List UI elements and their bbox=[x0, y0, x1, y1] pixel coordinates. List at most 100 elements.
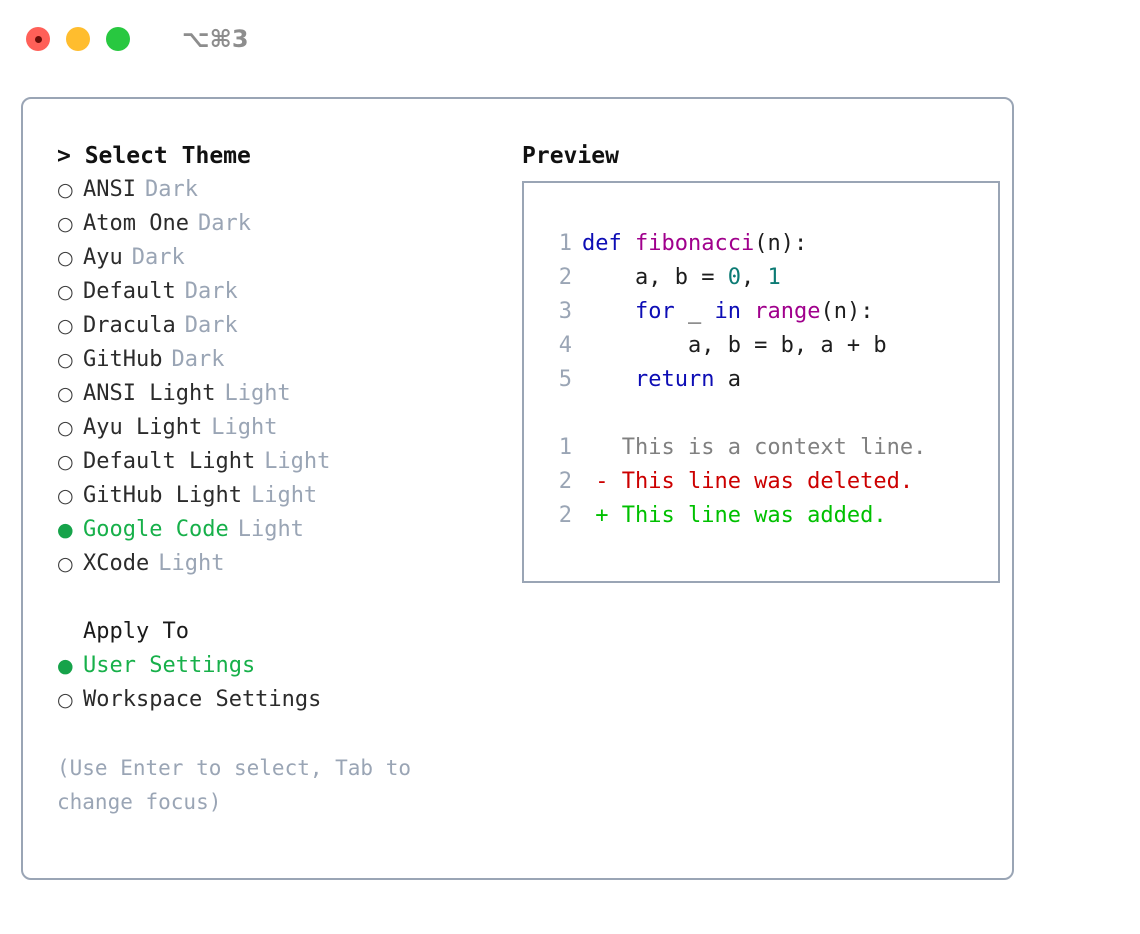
theme-variant-tag: Dark bbox=[144, 177, 198, 202]
theme-option-label: Google Code bbox=[83, 517, 229, 542]
theme-variant-tag: Light bbox=[224, 381, 291, 406]
window-shortcut-label: ⌥⌘3 bbox=[182, 25, 249, 53]
line-number: 1 bbox=[558, 435, 572, 460]
radio-selected-icon: ● bbox=[57, 519, 74, 541]
code-diff-separator bbox=[542, 397, 998, 431]
theme-option-github-light[interactable]: ○ GitHub Light Light bbox=[57, 479, 522, 513]
code-token-num: 1 bbox=[767, 265, 781, 290]
theme-variant-tag: Light bbox=[158, 551, 225, 576]
select-theme-header: > Select Theme bbox=[57, 143, 251, 169]
traffic-light-group bbox=[26, 27, 130, 51]
theme-variant-tag: Dark bbox=[184, 313, 238, 338]
diff-line-text: - This line was deleted. bbox=[582, 469, 914, 494]
code-line: 4 a, b = b, a + b bbox=[542, 329, 998, 363]
code-token-pl: , bbox=[740, 265, 768, 290]
code-token-fn: fibonacci bbox=[634, 231, 755, 256]
theme-variant-tag: Dark bbox=[131, 245, 185, 270]
diff-line-ctx: 1 This is a context line. bbox=[542, 431, 998, 465]
code-token-num: 0 bbox=[727, 265, 741, 290]
theme-option-label: Atom One bbox=[83, 211, 189, 236]
code-token-pl: a, b = bbox=[582, 265, 728, 290]
theme-option-label: GitHub bbox=[83, 347, 163, 372]
code-token-kw: in bbox=[714, 299, 741, 324]
theme-option-atom-one[interactable]: ○ Atom One Dark bbox=[57, 207, 522, 241]
radio-unselected-icon: ○ bbox=[57, 689, 74, 711]
radio-unselected-icon: ○ bbox=[57, 451, 74, 473]
diff-line-text: + This line was added. bbox=[582, 503, 887, 528]
close-window-button[interactable] bbox=[26, 27, 50, 51]
preview-title: Preview bbox=[522, 143, 619, 169]
apply-to-option-workspace-settings[interactable]: ○ Workspace Settings bbox=[57, 683, 522, 717]
theme-variant-tag: Dark bbox=[184, 279, 238, 304]
theme-option-github[interactable]: ○ GitHub Dark bbox=[57, 343, 522, 377]
theme-variant-tag: Light bbox=[237, 517, 304, 542]
code-token-kw: return bbox=[582, 367, 715, 392]
radio-unselected-icon: ○ bbox=[57, 349, 74, 371]
zoom-window-button[interactable] bbox=[106, 27, 130, 51]
radio-unselected-icon: ○ bbox=[57, 485, 74, 507]
radio-unselected-icon: ○ bbox=[57, 179, 74, 201]
radio-unselected-icon: ○ bbox=[57, 553, 74, 575]
line-number: 2 bbox=[558, 469, 572, 494]
theme-option-label: Dracula bbox=[83, 313, 176, 338]
theme-option-ayu[interactable]: ○ Ayu Dark bbox=[57, 241, 522, 275]
radio-unselected-icon: ○ bbox=[57, 213, 74, 235]
line-number: 3 bbox=[558, 299, 572, 324]
code-line: 2 a, b = 0, 1 bbox=[542, 261, 998, 295]
apply-to-option-list: ●User Settings ○ Workspace Settings bbox=[57, 649, 522, 717]
theme-option-label: Ayu bbox=[83, 245, 123, 270]
theme-option-label: XCode bbox=[83, 551, 150, 576]
window-titlebar: ⌥⌘3 bbox=[0, 0, 1140, 78]
minimize-window-button[interactable] bbox=[66, 27, 90, 51]
apply-to-option-user-settings[interactable]: ●User Settings bbox=[57, 649, 522, 683]
theme-option-label: Ayu Light bbox=[83, 415, 203, 440]
code-token-kw: for bbox=[582, 299, 675, 324]
theme-option-xcode[interactable]: ○ XCode Light bbox=[57, 547, 522, 581]
code-token-pl: _ bbox=[674, 299, 715, 324]
apply-to-heading: Apply To bbox=[83, 619, 189, 644]
code-line: 3 for _ in range(n): bbox=[542, 295, 998, 329]
radio-selected-icon: ● bbox=[57, 655, 74, 677]
line-number: 1 bbox=[558, 231, 572, 256]
code-line: 1 def fibonacci(n): bbox=[542, 227, 998, 261]
diff-line-add: 2 + This line was added. bbox=[542, 499, 998, 533]
theme-option-google-code[interactable]: ● Google Code Light bbox=[57, 513, 522, 547]
code-token-kw: def bbox=[582, 231, 635, 256]
theme-variant-tag: Dark bbox=[171, 347, 225, 372]
radio-unselected-icon: ○ bbox=[57, 383, 74, 405]
code-token-pl: a, b = b, a + b bbox=[582, 333, 887, 358]
line-number: 2 bbox=[558, 265, 572, 290]
theme-variant-tag: Dark bbox=[197, 211, 251, 236]
theme-option-label: GitHub Light bbox=[83, 483, 242, 508]
theme-variant-tag: Light bbox=[250, 483, 318, 508]
diff-sample: 1 This is a context line.2 - This line w… bbox=[542, 431, 998, 533]
diff-line-del: 2 - This line was deleted. bbox=[542, 465, 998, 499]
code-line-text: def fibonacci(n): bbox=[582, 227, 807, 261]
theme-option-label: Default bbox=[83, 279, 176, 304]
line-number: 2 bbox=[558, 503, 572, 528]
code-line-text: a, b = b, a + b bbox=[582, 329, 887, 363]
line-number: 5 bbox=[558, 367, 572, 392]
theme-option-label: ANSI bbox=[83, 177, 136, 202]
line-number: 4 bbox=[558, 333, 572, 358]
keyboard-hint-text: (Use Enter to select, Tab to change focu… bbox=[57, 756, 412, 814]
code-token-pl bbox=[741, 299, 754, 324]
code-line: 5 return a bbox=[542, 363, 998, 397]
list-spacer bbox=[57, 581, 522, 615]
diff-line-text: This is a context line. bbox=[582, 435, 927, 460]
apply-to-option-label: Workspace Settings bbox=[83, 687, 322, 712]
radio-unselected-icon: ○ bbox=[57, 247, 74, 269]
theme-option-ayu-light[interactable]: ○ Ayu Light Light bbox=[57, 411, 522, 445]
radio-unselected-icon: ○ bbox=[57, 417, 74, 439]
code-token-pl: (n): bbox=[754, 231, 808, 256]
theme-variant-tag: Light bbox=[211, 415, 278, 440]
theme-option-ansi[interactable]: ○ ANSI Dark bbox=[57, 173, 522, 207]
code-line-text: return a bbox=[582, 363, 741, 397]
